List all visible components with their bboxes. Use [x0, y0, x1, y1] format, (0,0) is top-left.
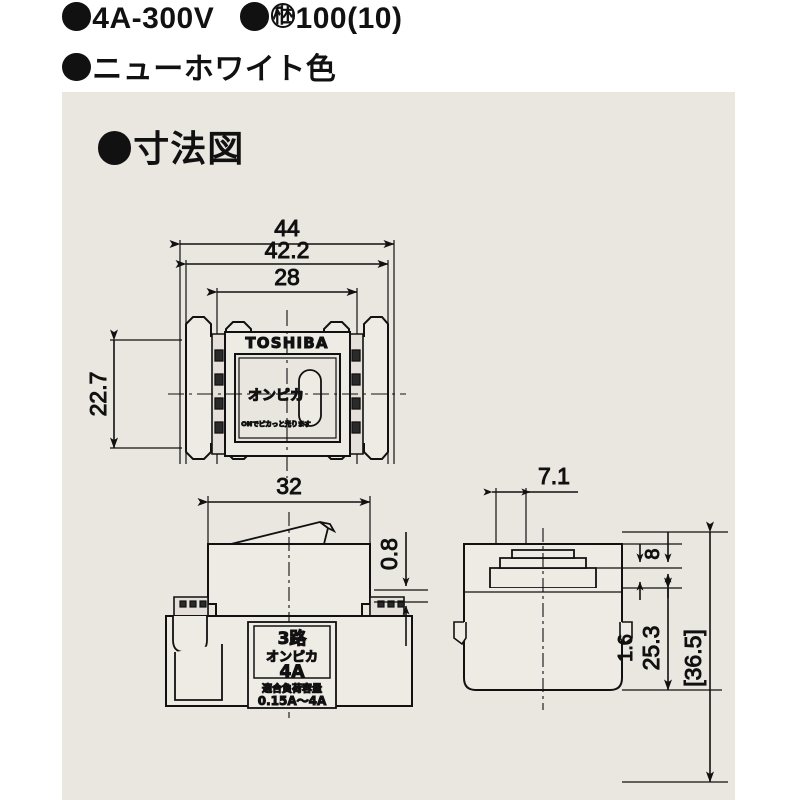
dim-overall-height: 22.7 [85, 372, 111, 417]
packaging-quantity: 100(10) [295, 2, 403, 36]
label-line4: 適合負荷容量 [262, 682, 322, 695]
dim-terminal-offset: 7.1 [538, 463, 570, 489]
label-line3: 4A [280, 662, 306, 682]
spec-rating: 4A-300V [92, 2, 215, 36]
bullet-icon [62, 52, 91, 82]
spec-line-1: 4A-300V 梱100(10) [62, 2, 402, 36]
label-line5: 0.15A〜4A [258, 694, 327, 708]
dim-body-depth: 25.3 [638, 626, 664, 671]
dim-top-step: 8 [642, 548, 664, 559]
technical-drawing: TOSHIBA オンピカ ONでピカっと光ります 44 42.2 28 22.7… [85, 215, 728, 783]
dim-claw-height: 1.6 [615, 634, 637, 662]
bullet-icon [98, 131, 132, 165]
spec-line-2: ニューホワイト色 [62, 44, 336, 88]
dim-body-width: 32 [276, 473, 302, 499]
dim-plate-width: 42.2 [265, 237, 310, 263]
face-subtext: ONでピカっと光ります [241, 419, 311, 428]
section-title-label: 寸法図 [133, 128, 245, 169]
bullet-icon [240, 2, 269, 31]
brand-text: TOSHIBA [245, 334, 328, 352]
color-name: ニューホワイト色 [92, 53, 337, 86]
dim-plate-thickness: 0.8 [376, 538, 402, 570]
section-title: 寸法図 [98, 120, 244, 172]
packaging-kanji-icon: 梱 [270, 3, 296, 28]
label-line2: オンピカ [266, 650, 318, 665]
dim-total-depth: [36.5] [680, 629, 706, 687]
dim-overall-width: 44 [274, 215, 300, 241]
bullet-icon [62, 2, 91, 31]
dim-window-width: 28 [274, 264, 300, 290]
drawing-panel: 寸法図 [62, 92, 735, 800]
label-line1: 3路 [278, 628, 308, 649]
face-text: オンピカ [248, 388, 304, 404]
spec-header: 4A-300V 梱100(10) ニューホワイト色 [0, 0, 800, 92]
